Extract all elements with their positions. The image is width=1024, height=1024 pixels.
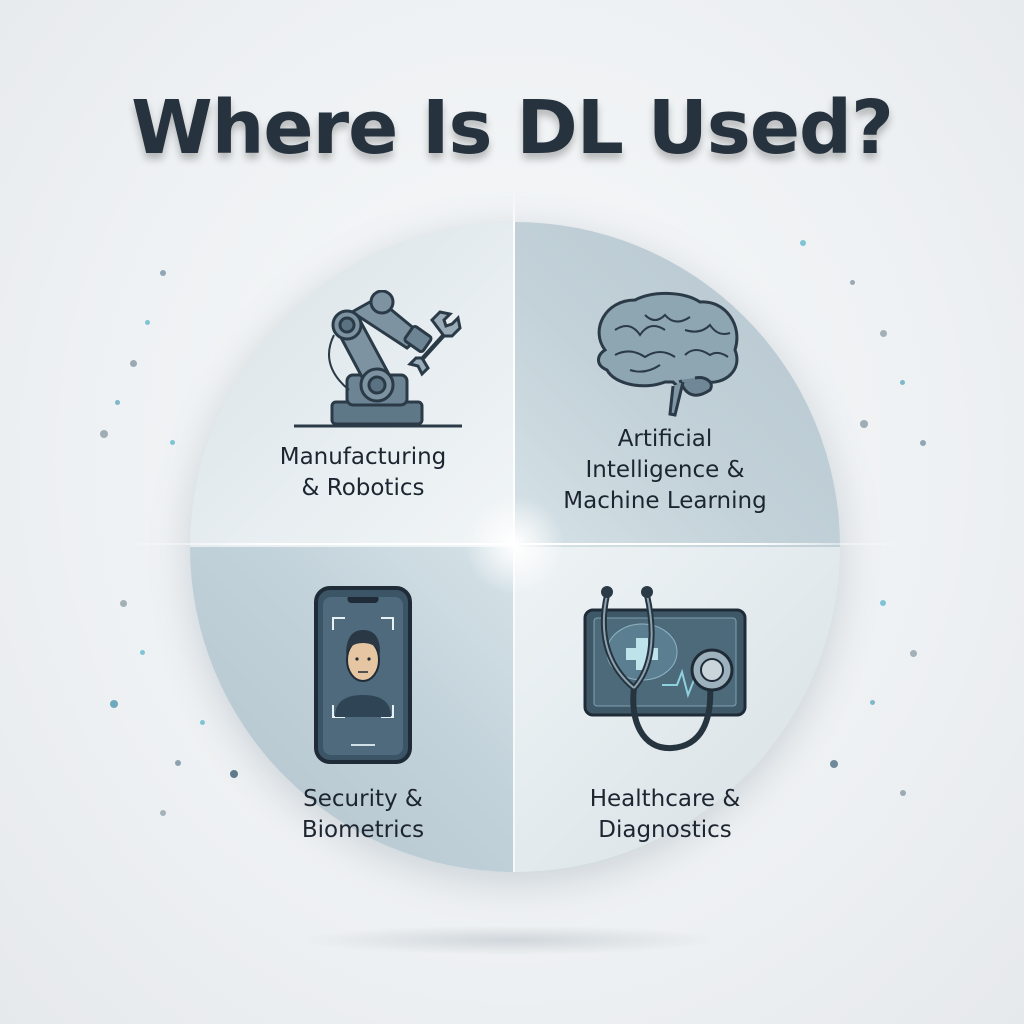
circle-shadow [300, 925, 720, 955]
page-title: Where Is DL Used? [131, 85, 894, 171]
phone-face-scan-icon [314, 586, 412, 764]
divider-top [513, 190, 515, 230]
label-ai-ml: Artificial Intelligence & Machine Learni… [563, 426, 767, 514]
label-manufacturing: Manufacturing & Robotics [279, 444, 447, 501]
center-glow [465, 495, 565, 595]
label-healthcare: Healthcare & Diagnostics [589, 786, 741, 843]
label-security: Security & Biometrics [301, 786, 425, 843]
stethoscope-monitor-icon [583, 586, 747, 752]
robotic-arm-icon [294, 290, 462, 428]
brain-icon [597, 291, 739, 417]
